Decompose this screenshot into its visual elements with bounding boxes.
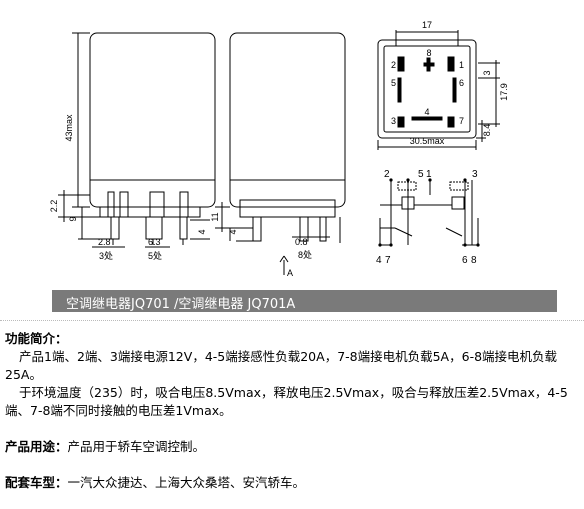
- usage-heading: 产品用途：: [5, 439, 68, 454]
- dim-0-8: 0.8: [295, 237, 308, 247]
- top-view: [377, 30, 500, 150]
- usage-line: 产品用途：产品用于轿车空调控制。: [5, 438, 205, 456]
- front-view: [215, 32, 346, 275]
- pin-label-2: 2: [391, 60, 396, 70]
- dim-9: 9: [68, 216, 78, 221]
- front-view-labels: 11 4 0.8 8处 A: [210, 212, 312, 278]
- dim-3places: 3处: [99, 250, 113, 261]
- dim-2-8: 2.8: [98, 237, 111, 247]
- function-heading: 功能简介：: [5, 331, 68, 346]
- dim-17-9: 17.9: [499, 83, 509, 101]
- models-heading: 配套车型：: [5, 475, 68, 490]
- dim-4: 4: [197, 229, 207, 234]
- sch-label-8: 8: [471, 255, 477, 266]
- sch-label-3: 3: [472, 169, 478, 180]
- dim-43max: 43max: [64, 114, 74, 142]
- view-a-label: A: [287, 268, 293, 278]
- sch-label-4: 4: [376, 255, 382, 266]
- dim-3: 3: [482, 70, 492, 75]
- sch-label-6: 6: [462, 255, 468, 266]
- schematic-terminals: [378, 178, 480, 247]
- pin-label-5: 5: [391, 78, 396, 88]
- models-line: 配套车型：一汽大众捷达、上海大众桑塔、安汽轿车。: [5, 474, 305, 492]
- sch-label-7: 7: [385, 255, 391, 266]
- wiring-schematic: [379, 180, 479, 246]
- usage-text: 产品用于轿车空调控制。: [67, 439, 206, 454]
- relay-technical-drawing: 43max 2.2 9 2.8 3处 6.3 5处 4 11 4 0.8 8处 …: [49, 20, 509, 278]
- dim-8-4: 8.4: [482, 124, 492, 137]
- side-view-labels: 43max 2.2 9 2.8 3处 6.3 5处 4: [49, 114, 207, 261]
- models-text: 一汽大众捷达、上海大众桑塔、安汽轿车。: [67, 475, 306, 490]
- side-view: [58, 32, 216, 248]
- dim-17: 17: [422, 20, 432, 30]
- dim-4b: 4: [228, 229, 238, 234]
- caption-text: 空调继电器JQ701 /空调继电器 JQ701A: [66, 297, 296, 312]
- pin-label-3: 3: [391, 116, 396, 126]
- dim-8places: 8处: [298, 249, 312, 260]
- schematic-labels: 2 5 1 3 4 7 6 8: [376, 169, 478, 266]
- dim-11: 11: [210, 212, 220, 221]
- top-view-labels: 17 3 17.9 8.4 30.5max 2 8 5 6 1 4 3 7: [391, 20, 509, 146]
- dim-30-5max: 30.5max: [410, 136, 445, 146]
- sch-label-1: 1: [426, 169, 432, 180]
- sch-label-2: 2: [384, 169, 390, 180]
- pin-label-4: 4: [424, 107, 429, 117]
- function-paragraph-1: 产品1端、2端、3端接电源12V，4-5端接感性负载20A，7-8端接电机负载5…: [5, 349, 558, 382]
- dim-6-3: 6.3: [148, 237, 161, 247]
- sch-label-5: 5: [418, 169, 424, 180]
- function-paragraph-2: 于环境温度（235）时，吸合电压8.5Vmax，释放电压2.5Vmax，吸合与释…: [5, 385, 568, 418]
- pin-label-6: 6: [459, 78, 464, 88]
- dim-5places: 5处: [148, 250, 162, 261]
- pin-label-7: 7: [459, 116, 464, 126]
- caption-bar: 空调继电器JQ701 /空调继电器 JQ701A: [52, 290, 557, 312]
- pin-label-1: 1: [459, 60, 464, 70]
- pin-label-8: 8: [426, 48, 431, 58]
- dim-2-2: 2.2: [49, 200, 59, 213]
- divider: [0, 320, 584, 321]
